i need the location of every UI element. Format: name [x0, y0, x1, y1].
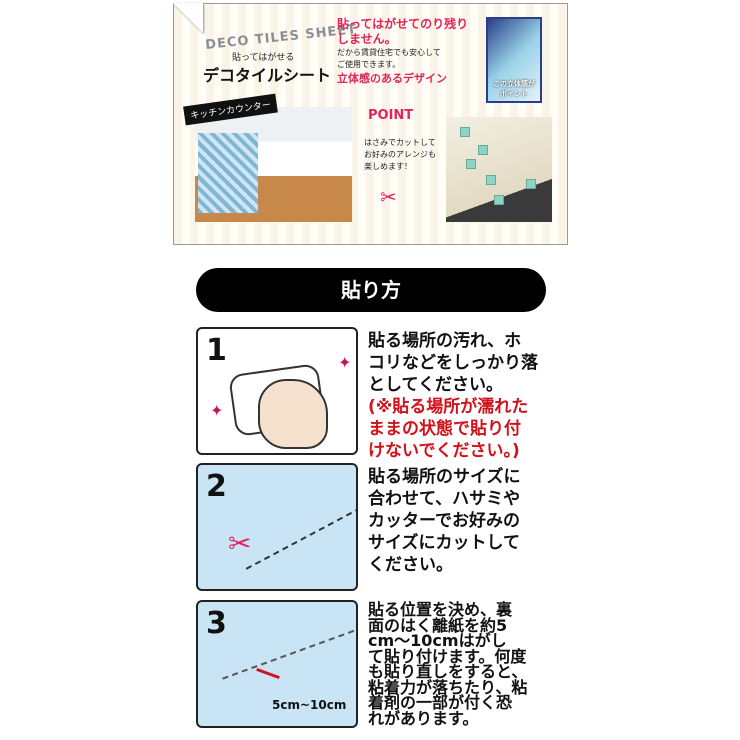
banner-subtitle: 貼ってはがせる	[232, 53, 295, 63]
page-fold	[173, 3, 203, 33]
tile-sheet-on-counter	[198, 133, 258, 213]
step-3-text: 貼る位置を決め、裏 面のはく離紙を約5 cm～10cmはがし て貼り付けます。何…	[368, 602, 558, 726]
point-text: はさみでカットして お好みのアレンジも 楽しめます！	[364, 137, 436, 173]
banner-body: だから賃貸住宅でも安心して ご使用できます。	[337, 47, 468, 71]
step-line: 面のはく離紙を約5	[368, 615, 508, 635]
point-line: 楽しめます！	[364, 162, 412, 171]
caption-line: この立体感が	[493, 80, 535, 88]
warning-line: けないでください。)	[368, 441, 520, 461]
step-line: 合わせて、ハサミや	[368, 489, 521, 509]
step-line: 貼る位置を決め、裏	[368, 600, 513, 619]
section-title: 貼り方	[196, 268, 546, 312]
step-number: 2	[206, 469, 227, 504]
design-label: 立体感のあるデザイン	[337, 72, 447, 85]
point-line: お好みのアレンジも	[364, 150, 436, 159]
step-2-text: 貼る場所のサイズに 合わせて、ハサミや カッターでお好みの サイズにカットして …	[368, 466, 558, 576]
hand-icon	[258, 379, 328, 449]
point-line: はさみでカットして	[364, 138, 436, 147]
step-line: としてください。	[368, 375, 503, 395]
scissors-icon: ✂	[228, 527, 252, 560]
step-line: カッターでお好みの	[368, 511, 520, 531]
step-line: cm～10cmはがし	[368, 631, 507, 650]
scissors-icon: ✂	[380, 185, 397, 209]
sparkle-icon: ✦	[210, 401, 224, 420]
sink-photo	[446, 117, 552, 222]
step-line: て貼り付けます。何度	[368, 646, 527, 666]
cut-line	[245, 502, 356, 570]
body-line: ご使用できます。	[337, 60, 401, 69]
step-1-illustration: 1 ✦ ✦	[196, 327, 358, 455]
step-line: サイズにカットして	[368, 533, 520, 553]
step-number: 3	[206, 606, 227, 641]
step-line: ください。	[368, 555, 453, 575]
tile-closeup-photo: この立体感がポイント	[486, 17, 542, 103]
step-2-illustration: 2 ✂	[196, 463, 358, 591]
banner-headline: 貼ってはがせてのり残り しません。 だから賃貸住宅でも安心して ご使用できます。…	[337, 17, 468, 86]
step-line: 貼る場所の汚れ、ホ	[368, 331, 522, 351]
sparkle-icon: ✦	[338, 353, 352, 372]
body-line: だから賃貸住宅でも安心して	[337, 48, 441, 57]
step-3-illustration: 3 5cm~10cm	[196, 600, 358, 728]
step-line: 着剤の一部が付く恐	[368, 693, 513, 712]
step-number: 1	[206, 333, 227, 368]
backing-paper	[222, 626, 356, 680]
step-line: 貼る場所のサイズに	[368, 467, 521, 487]
step-line: も貼り直しをすると、	[368, 662, 528, 681]
measure-arrow	[256, 667, 280, 680]
headline-line: 貼ってはがせてのり残り	[337, 17, 469, 31]
caption-line: ポイント	[500, 90, 528, 98]
headline-line: しません。	[337, 32, 397, 46]
point-label: POINT	[368, 108, 414, 123]
step-line: コリなどをしっかり落	[368, 353, 538, 373]
step-line: 粘着力が落ちたり、粘	[368, 677, 528, 697]
step-line: れがあります。	[368, 708, 479, 728]
diagram-label: 5cm~10cm	[272, 698, 347, 712]
warning-line: ままの状態で貼り付	[368, 419, 521, 439]
warning-line: (※貼る場所が濡れた	[368, 397, 529, 417]
step-1-text: 貼る場所の汚れ、ホ コリなどをしっかり落 としてください。 (※貼る場所が濡れた…	[368, 330, 558, 462]
banner-title: デコタイルシート	[203, 66, 332, 85]
